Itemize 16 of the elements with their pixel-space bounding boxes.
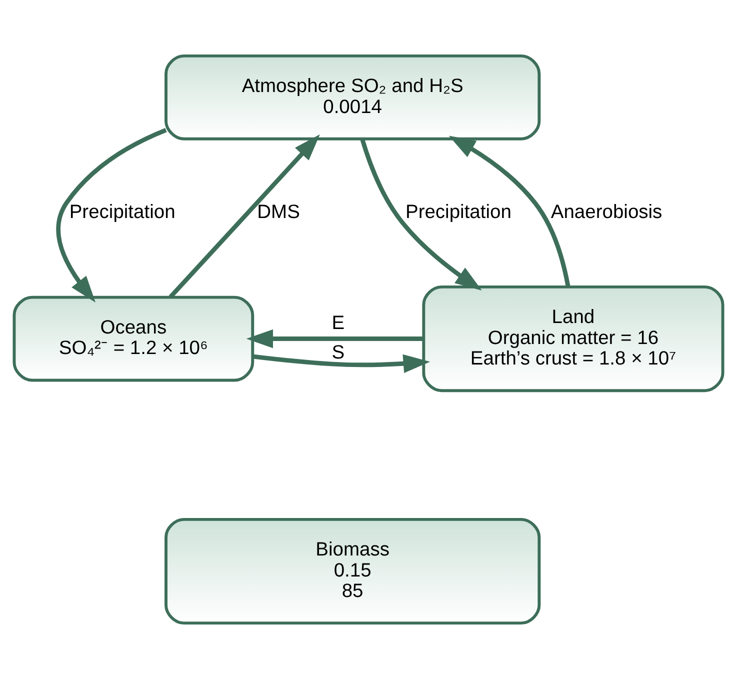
arrow	[252, 354, 430, 373]
arrow	[246, 329, 424, 348]
arrow	[56, 128, 167, 302]
arrow	[448, 136, 570, 287]
edge-label: E	[332, 312, 345, 334]
node-box: Oceans SO₄²⁻ = 1.2 × 10⁶	[12, 296, 254, 382]
edge-label: Precipitation	[69, 202, 176, 223]
edge-label: Precipitation	[405, 202, 512, 223]
arrow	[168, 134, 320, 299]
arrow	[360, 138, 482, 290]
node-box: Biomass 0.15 85	[164, 518, 541, 625]
node-box: Atmosphere SO₂ and H₂S 0.0014	[164, 54, 541, 140]
edge-label: DMS	[257, 202, 300, 223]
edge-label: S	[332, 342, 345, 364]
edge-label: Anaerobiosis	[550, 202, 662, 223]
node-box: Land Organic matter = 16 Earth’s crust = 1.8 × 10⁷	[422, 285, 724, 392]
